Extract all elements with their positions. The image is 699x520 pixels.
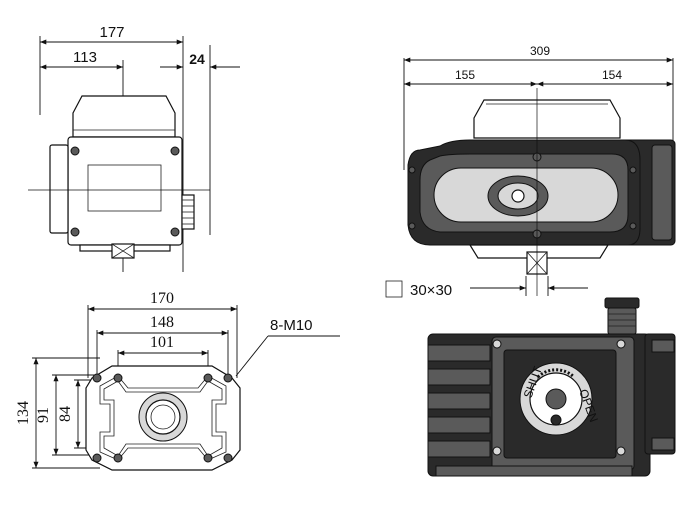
dim-side-left: 155: [455, 68, 475, 82]
dim-base-170: 170: [150, 290, 174, 307]
dim-base-84: 84: [57, 406, 74, 422]
front-view: 177 113 24: [28, 24, 240, 272]
dim-front-offset: 113: [73, 49, 97, 66]
dim-side-width: 309: [530, 44, 550, 58]
dim-front-width: 177: [99, 24, 124, 41]
top-view: SHUT OPEN: [427, 297, 676, 477]
side-view: 309 155 154 30×30: [385, 44, 676, 299]
dim-base-91: 91: [35, 407, 52, 423]
dim-front-gland: 24: [189, 51, 205, 67]
bolt-spec-label: 8-M10: [270, 317, 313, 334]
dim-base-101: 101: [150, 334, 174, 351]
dim-square-drive: 30×30: [410, 282, 452, 299]
dim-base-134: 134: [15, 401, 32, 425]
base-view: 170 148 101 134 91 84 8-M10: [15, 290, 340, 471]
dim-side-right: 154: [602, 68, 622, 82]
dim-base-148: 148: [150, 314, 174, 331]
